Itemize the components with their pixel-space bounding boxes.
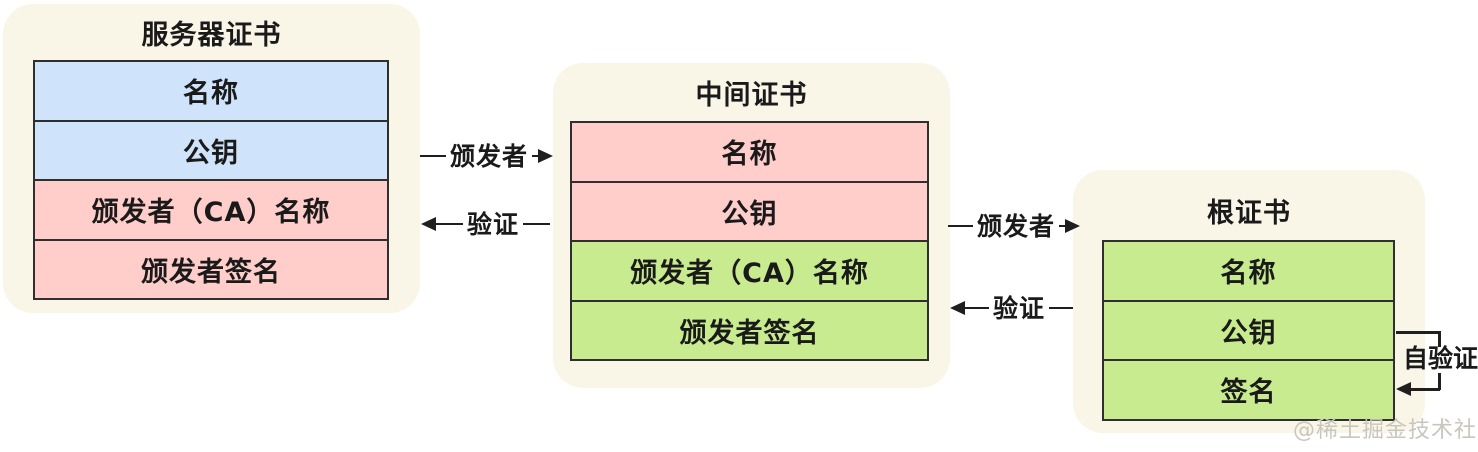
root-cert-row-name: 名称 — [1104, 242, 1393, 300]
issuer-arrow-intermediate-to-root: 颁发者 — [948, 210, 1080, 242]
self-verify-loop-line-right — [1438, 331, 1441, 347]
intermediate-cert-row-name: 名称 — [572, 123, 927, 181]
root-cert-row-signature: 签名 — [1104, 359, 1393, 419]
arrow-line — [965, 306, 989, 310]
server-cert-row-issuer-signature: 颁发者签名 — [35, 238, 387, 298]
intermediate-cert-row-issuer-ca-name: 颁发者（CA）名称 — [572, 240, 927, 300]
issuer-arrow-label: 颁发者 — [976, 211, 1055, 241]
root-cert-table: 名称 公钥 签名 — [1102, 240, 1395, 421]
issuer-arrow-label: 颁发者 — [449, 141, 528, 171]
self-verify-loop-line-right — [1438, 373, 1441, 390]
server-cert-table: 名称 公钥 颁发者（CA）名称 颁发者签名 — [33, 60, 389, 300]
arrow-line — [436, 222, 463, 226]
verify-arrow-label: 验证 — [467, 209, 520, 239]
arrow-line — [523, 222, 551, 226]
arrow-line — [948, 224, 973, 228]
server-cert-title: 服务器证书 — [141, 20, 282, 51]
intermediate-cert-row-issuer-signature: 颁发者签名 — [572, 299, 927, 359]
arrow-line — [532, 154, 538, 158]
verify-arrow-root-to-intermediate: 验证 — [950, 292, 1074, 324]
server-cert-row-name: 名称 — [35, 62, 387, 120]
root-cert-title: 根证书 — [1207, 198, 1291, 229]
arrowhead-right-icon — [538, 149, 553, 163]
issuer-arrow-server-to-intermediate: 颁发者 — [420, 140, 553, 172]
intermediate-cert-row-public-key: 公钥 — [572, 180, 927, 240]
arrow-line — [420, 154, 446, 158]
verify-arrow-intermediate-to-server: 验证 — [421, 208, 551, 240]
watermark: @稀土掘金技术社区 — [1293, 418, 1478, 443]
arrow-line — [1059, 224, 1065, 228]
root-cert-row-public-key: 公钥 — [1104, 299, 1393, 359]
arrowhead-right-icon — [1065, 219, 1080, 233]
arrowhead-left-icon — [950, 301, 965, 315]
self-verify-loop-line-top — [1396, 331, 1440, 334]
server-cert-row-public-key: 公钥 — [35, 119, 387, 179]
intermediate-cert-title: 中间证书 — [695, 80, 808, 111]
self-verify-loop-line-bottom — [1410, 388, 1440, 391]
self-verify-label: 自验证 — [1403, 344, 1478, 373]
arrow-line — [1049, 306, 1074, 310]
arrowhead-left-icon — [421, 217, 436, 231]
verify-arrow-label: 验证 — [993, 293, 1046, 323]
intermediate-cert-table: 名称 公钥 颁发者（CA）名称 颁发者签名 — [570, 121, 929, 361]
arrowhead-left-icon — [1396, 382, 1411, 396]
server-cert-row-issuer-ca-name: 颁发者（CA）名称 — [35, 179, 387, 239]
